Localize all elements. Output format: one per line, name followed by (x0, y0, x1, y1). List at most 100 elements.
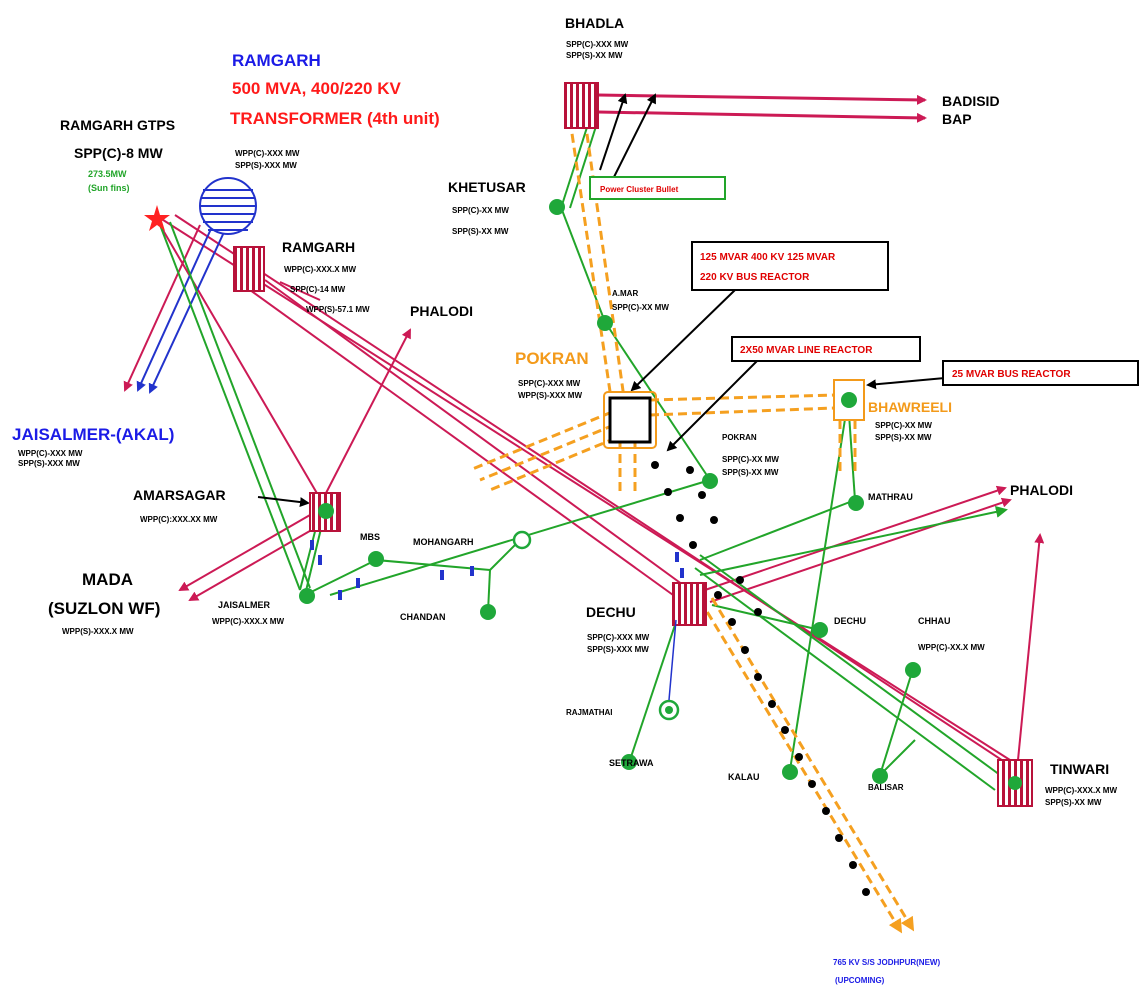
callout-bus-reactor: 125 MVAR 400 KV 125 MVAR 220 KV BUS REAC… (691, 241, 889, 291)
callout-arrows (257, 93, 946, 508)
label-bhawreeli: BHAWREELI (868, 399, 952, 415)
svg-text:SPP(C)-14 MW: SPP(C)-14 MW (290, 285, 346, 294)
label-jaisalmer-kakal: JAISALMER-(AKAL) (12, 425, 174, 444)
node-balisar (872, 768, 888, 784)
svg-text:SPP(C)-XXX MW: SPP(C)-XXX MW (587, 633, 650, 642)
station-bhawreeli[interactable] (833, 379, 865, 421)
callout-power-cluster: Power Cluster Bullet (589, 176, 726, 200)
station-pokran[interactable] (603, 391, 657, 449)
callout-25-bus-reactor: 25 MVAR BUS REACTOR (942, 360, 1139, 386)
svg-text:SPP(S)-XXX MW: SPP(S)-XXX MW (235, 161, 297, 170)
lines-ckt-blue (136, 219, 226, 394)
svg-text:SPP(C)-XX MW: SPP(C)-XX MW (452, 206, 509, 215)
node-amar (597, 315, 613, 331)
svg-text:WPP(C)-XXX MW: WPP(C)-XXX MW (18, 449, 83, 458)
label-mada: MADA (82, 570, 133, 589)
svg-text:SPP(C)-XX MW: SPP(C)-XX MW (612, 303, 669, 312)
node-mathrau (848, 495, 864, 511)
svg-text:25 MVAR BUS REACTOR: 25 MVAR BUS REACTOR (952, 369, 1071, 380)
station-ramgarh[interactable] (233, 246, 265, 292)
label-mohangarh: MOHANGARH (413, 537, 474, 547)
label-dechu: DECHU (586, 604, 636, 620)
label-kalau: KALAU (728, 772, 760, 782)
label-ramgarh: RAMGARH (282, 239, 355, 255)
svg-text:(UPCOMING): (UPCOMING) (835, 976, 885, 985)
node-chandan (480, 604, 496, 620)
node-jaisalmer (299, 588, 315, 604)
svg-text:WPP(S)-57.1 MW: WPP(S)-57.1 MW (306, 305, 370, 314)
node-rajmathai[interactable] (658, 619, 680, 721)
node-mbs (368, 551, 384, 567)
ckt-markers (310, 540, 684, 600)
label-chhau: CHHAU (918, 616, 951, 626)
node-pokran2 (702, 473, 718, 489)
lines-220kv (159, 117, 1008, 791)
label-765kv-jodhpur: 765 KV S/S JODHPUR(NEW) (833, 958, 940, 967)
svg-text:SPP(S)-XX MW: SPP(S)-XX MW (722, 468, 779, 477)
node-setrawa (621, 754, 637, 770)
svg-text:SPP(S)-XXX MW: SPP(S)-XXX MW (18, 459, 80, 468)
node-mohangarh[interactable] (512, 530, 532, 550)
label-suzlon: (SUZLON WF) (48, 599, 160, 618)
station-dechu[interactable] (672, 582, 707, 626)
svg-text:WPP(S)-XXX.X MW: WPP(S)-XXX.X MW (62, 627, 134, 636)
label-mbs: MBS (360, 532, 380, 542)
node-khetusar (549, 199, 565, 215)
lines-400kv (123, 93, 1045, 773)
label-mathrau: MATHRAU (868, 492, 913, 502)
svg-text:WPP(C)-XXX.X MW: WPP(C)-XXX.X MW (212, 617, 284, 626)
svg-text:SPP(S)-XX MW: SPP(S)-XX MW (1045, 798, 1102, 807)
svg-text:WPP(C):XXX.XX MW: WPP(C):XXX.XX MW (140, 515, 218, 524)
svg-text:SPP(S)-XX MW: SPP(S)-XX MW (566, 51, 623, 60)
node-chhau (905, 662, 921, 678)
svg-text:2X50 MVAR LINE REACTOR: 2X50 MVAR LINE REACTOR (740, 345, 873, 356)
svg-text:(Sun fins): (Sun fins) (88, 183, 130, 193)
svg-text:500 MVA, 400/220 KV: 500 MVA, 400/220 KV (232, 79, 401, 98)
callout-line-reactor: 2X50 MVAR LINE REACTOR (731, 336, 921, 362)
svg-text:220 KV BUS REACTOR: 220 KV BUS REACTOR (700, 272, 810, 283)
svg-text:TRANSFORMER (4th unit): TRANSFORMER (4th unit) (230, 109, 440, 128)
label-chandan: CHANDAN (400, 612, 446, 622)
lines-dotted-black (651, 461, 870, 896)
svg-text:WPP(S)-XXX MW: WPP(S)-XXX MW (518, 391, 582, 400)
label-tinwari: TINWARI (1050, 761, 1109, 777)
label-amarsagar: AMARSAGAR (133, 487, 226, 503)
label-pokran2: POKRAN (722, 433, 757, 442)
svg-text:SPP(C)-XX MW: SPP(C)-XX MW (722, 455, 779, 464)
svg-text:SPP(S)-XXX MW: SPP(S)-XXX MW (587, 645, 649, 654)
label-ramgarh-title: RAMGARH (232, 51, 321, 70)
svg-text:125 MVAR 400 KV 125 MVAR: 125 MVAR 400 KV 125 MVAR (700, 252, 836, 263)
node-dechu2 (812, 622, 828, 638)
svg-text:SPP(S)-XX MW: SPP(S)-XX MW (875, 433, 932, 442)
label-phalodi-right: PHALODI (1010, 482, 1073, 498)
station-ramgarh-gtps[interactable] (199, 177, 257, 235)
label-jaisalmer: JAISALMER (218, 600, 271, 610)
label-phalodi-top: PHALODI (410, 303, 473, 319)
svg-text:SPP(C)-XXX MW: SPP(C)-XXX MW (566, 40, 629, 49)
svg-text:SPP(S)-XX MW: SPP(S)-XX MW (452, 227, 509, 236)
station-amarsagar[interactable] (309, 492, 341, 532)
star-ramgarh-gtps (144, 205, 170, 231)
svg-text:WPP(C)-XXX MW: WPP(C)-XXX MW (235, 149, 300, 158)
label-khetusar: KHETUSAR (448, 179, 526, 195)
label-bap: BAP (942, 111, 972, 127)
svg-text:SPP(C)-XXX MW: SPP(C)-XXX MW (518, 379, 581, 388)
label-dechu2: DECHU (834, 616, 866, 626)
label-pokran: POKRAN (515, 349, 589, 368)
label-ramgarh-gtps: RAMGARH GTPS (60, 117, 175, 133)
node-kalau (782, 764, 798, 780)
svg-text:SPP(C)-XX MW: SPP(C)-XX MW (875, 421, 932, 430)
svg-text:273.5MW: 273.5MW (88, 169, 127, 179)
label-rajmathai: RAJMATHAI (566, 708, 613, 717)
svg-text:Power Cluster Bullet: Power Cluster Bullet (600, 185, 679, 194)
station-bhadla[interactable] (564, 82, 599, 129)
nodes-220kv[interactable] (299, 199, 921, 784)
label-amar: A.MAR (612, 289, 638, 298)
svg-text:SPP(C)-8 MW: SPP(C)-8 MW (74, 145, 163, 161)
label-balisar: BALISAR (868, 783, 904, 792)
svg-text:WPP(C)-XX.X MW: WPP(C)-XX.X MW (918, 643, 985, 652)
station-tinwari[interactable] (997, 759, 1033, 807)
labels: BHADLA SPP(C)-XXX MW SPP(S)-XX MW BADISI… (12, 15, 1117, 985)
svg-text:WPP(C)-XXX.X MW: WPP(C)-XXX.X MW (284, 265, 356, 274)
